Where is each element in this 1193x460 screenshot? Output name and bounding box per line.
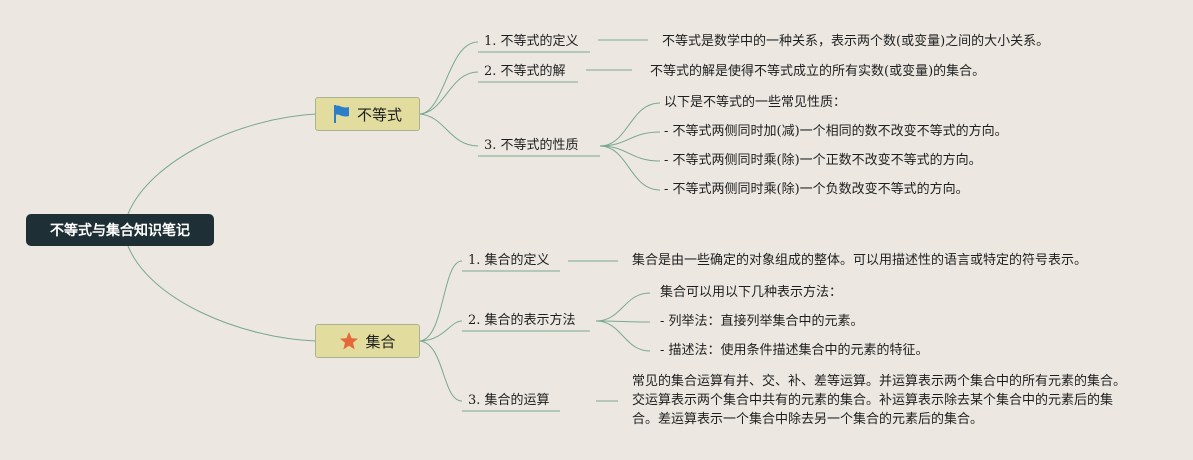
- detail-representation-list: - 列举法：直接列举集合中的元素。: [660, 314, 864, 329]
- detail-property-1: - 不等式两侧同时加(减)一个相同的数不改变不等式的方向。: [664, 124, 1008, 139]
- detail-property-2: - 不等式两侧同时乘(除)一个正数不改变不等式的方向。: [664, 153, 982, 168]
- detail-properties-intro: 以下是不等式的一些常见性质：: [664, 95, 847, 110]
- star-icon: [339, 331, 359, 351]
- branch-label: 不等式: [356, 105, 402, 124]
- topic-set-definition[interactable]: 1. 集合的定义: [468, 253, 550, 268]
- topic-inequality-solution[interactable]: 2. 不等式的解: [484, 64, 566, 79]
- branch-label: 集合: [365, 332, 396, 351]
- root-node[interactable]: 不等式与集合知识笔记: [26, 214, 214, 246]
- flag-icon: [333, 104, 351, 124]
- detail-property-3: - 不等式两侧同时乘(除)一个负数改变不等式的方向。: [664, 182, 969, 197]
- detail-representation-intro: 集合可以用以下几种表示方法：: [660, 285, 843, 300]
- topic-inequality-definition[interactable]: 1. 不等式的定义: [484, 34, 579, 49]
- topic-set-operations[interactable]: 3. 集合的运算: [468, 393, 550, 408]
- detail-set-operations: 常见的集合运算有并、交、补、差等运算。并运算表示两个集合中的所有元素的集合。交运…: [632, 374, 1127, 427]
- branch-sets[interactable]: 集合: [315, 324, 420, 358]
- topic-inequality-properties[interactable]: 3. 不等式的性质: [484, 138, 579, 153]
- detail-inequality-solution: 不等式的解是使得不等式成立的所有实数(或变量)的集合。: [650, 64, 986, 79]
- detail-set-definition: 集合是由一些确定的对象组成的整体。可以用描述性的语言或特定的符号表示。: [632, 253, 1088, 268]
- detail-inequality-definition: 不等式是数学中的一种关系，表示两个数(或变量)之间的大小关系。: [662, 34, 1050, 49]
- detail-representation-describe: - 描述法：使用条件描述集合中的元素的特征。: [660, 343, 929, 358]
- topic-set-representation[interactable]: 2. 集合的表示方法: [468, 313, 576, 328]
- branch-inequality[interactable]: 不等式: [315, 97, 420, 131]
- root-title: 不等式与集合知识笔记: [50, 223, 190, 239]
